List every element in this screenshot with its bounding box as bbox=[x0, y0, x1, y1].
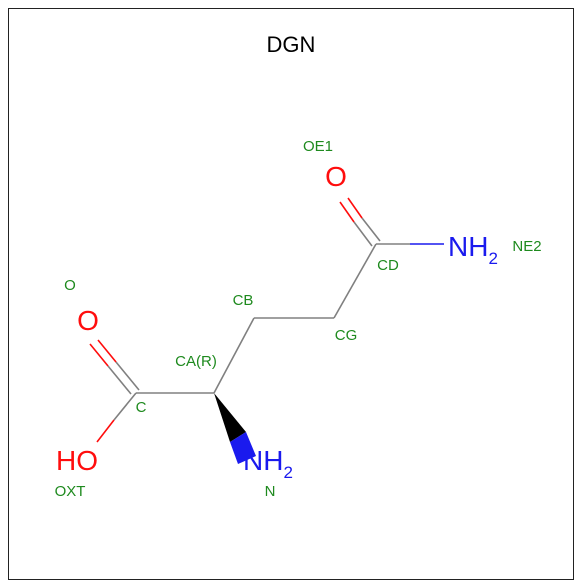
bond-cd-oe1-2 bbox=[353, 221, 373, 247]
atom-n-main: NH bbox=[243, 445, 283, 476]
atom-n-amine: NH2 bbox=[243, 445, 293, 482]
bond-c-oh bbox=[113, 392, 137, 421]
bond-cg-cd bbox=[333, 243, 377, 319]
label-c: C bbox=[136, 399, 147, 416]
label-oe1: OE1 bbox=[303, 138, 333, 155]
wedge-bond-ca-n-blue bbox=[230, 432, 256, 464]
bond-c-oh-red bbox=[96, 419, 115, 443]
structure-frame bbox=[8, 8, 574, 580]
label-ca: CA(R) bbox=[175, 353, 217, 370]
atom-o-carbonyl: O bbox=[77, 305, 99, 336]
atom-hydroxyl: HO bbox=[56, 445, 98, 476]
atom-name-labels: O OXT C CA(R) N CB CG CD OE1 NE2 bbox=[55, 138, 542, 500]
bond-c-o-2b bbox=[89, 343, 109, 367]
bond-cd-oe1-2b bbox=[339, 201, 355, 223]
bond-cd-oe1-1 bbox=[361, 217, 381, 242]
wedge-bond-ca-n bbox=[214, 393, 246, 442]
label-cb: CB bbox=[233, 292, 254, 309]
atom-n-sub: 2 bbox=[283, 463, 292, 482]
atom-ne2-sub: 2 bbox=[488, 249, 497, 268]
bond-c-o-1b bbox=[97, 339, 117, 363]
bond-cd-oe1-1b bbox=[347, 197, 363, 219]
bonds bbox=[89, 197, 444, 464]
bond-ca-cb bbox=[213, 317, 255, 394]
atom-ne2-amide: NH2 bbox=[448, 231, 498, 268]
label-n: N bbox=[265, 483, 276, 500]
label-oxt: OXT bbox=[55, 483, 86, 500]
atom-ne2-main: NH bbox=[448, 231, 488, 262]
atom-oe1: O bbox=[325, 161, 347, 192]
bond-c-o-1 bbox=[115, 361, 140, 391]
label-o: O bbox=[64, 277, 76, 294]
bond-c-o-2 bbox=[107, 365, 132, 395]
label-cg: CG bbox=[335, 327, 358, 344]
atom-symbols: O HO O NH2 NH2 bbox=[56, 161, 498, 482]
label-ne2: NE2 bbox=[512, 238, 541, 255]
label-cd: CD bbox=[377, 257, 399, 274]
structure-title: DGN bbox=[267, 32, 316, 57]
